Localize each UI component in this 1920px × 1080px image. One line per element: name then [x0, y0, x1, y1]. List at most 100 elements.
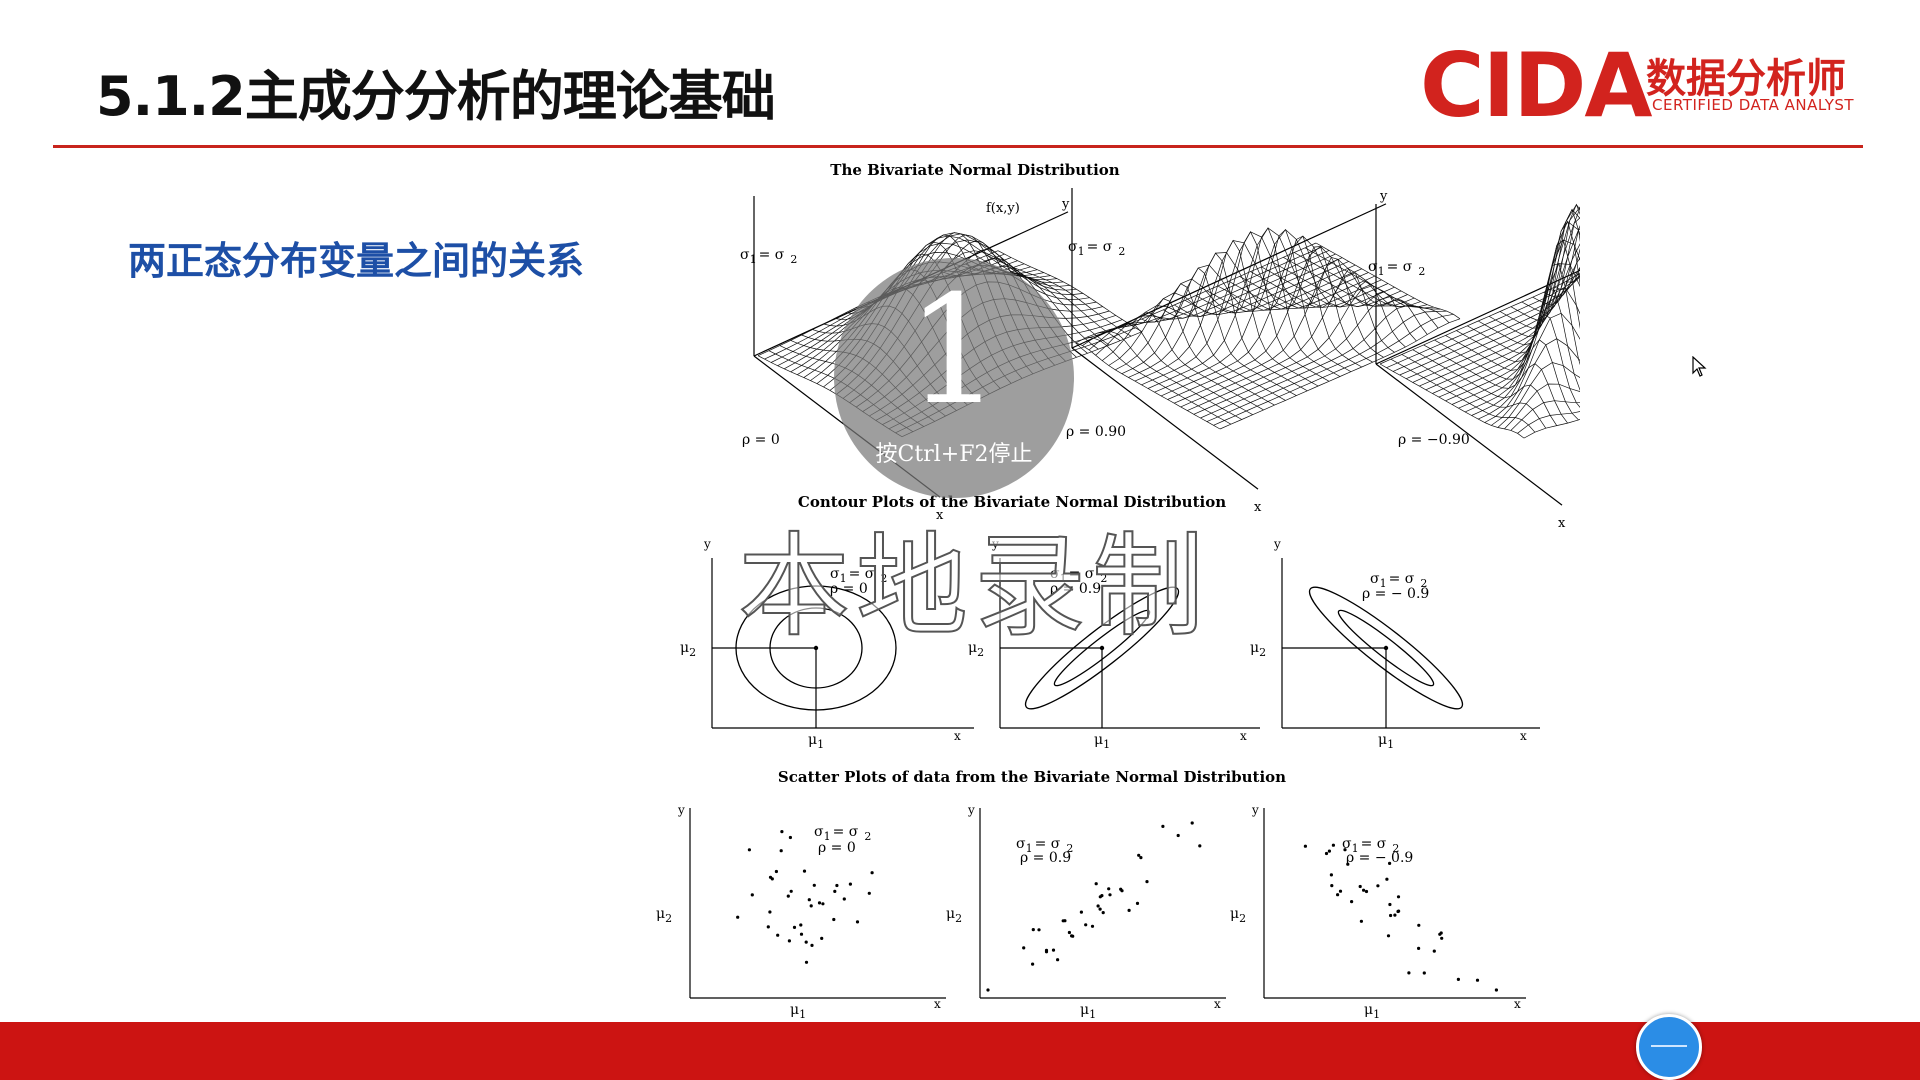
mu-symbol: μ	[1080, 1002, 1089, 1018]
surface-mesh-line	[1128, 252, 1369, 378]
surface-mesh-line	[1521, 207, 1580, 313]
surface-mesh-line	[1174, 258, 1415, 404]
contour-title: Contour Plots of the Bivariate Normal Di…	[798, 493, 1226, 511]
scatter-point	[870, 871, 874, 875]
sigma-part-sigma_eq: = σ	[833, 824, 859, 840]
scatter-point	[802, 869, 807, 873]
axis-y-label: y	[1379, 189, 1388, 204]
scatter-point	[1327, 849, 1331, 853]
scatter-point	[1358, 884, 1362, 889]
scatter-point	[1432, 949, 1436, 953]
scatter-point	[1098, 907, 1102, 911]
record-control-button[interactable]	[1636, 1014, 1702, 1080]
rho-label: ρ = − 0.9	[1346, 850, 1413, 866]
mu-subscript: 2	[1259, 646, 1266, 659]
mu-symbol: μ	[808, 732, 817, 748]
scatter-point	[1456, 977, 1460, 982]
mu-2-label: μ2	[656, 906, 672, 925]
surface-mesh-line	[1504, 383, 1580, 430]
scatter-point	[766, 925, 770, 929]
sigma-part-sigma_lhs: σ	[814, 824, 824, 840]
scatter-point	[1350, 900, 1354, 904]
sigma-part-sigma_lhs: σ	[1368, 259, 1378, 275]
mouse-cursor-icon	[1692, 356, 1707, 377]
sigma-part-sigma_sub1: 1	[750, 253, 757, 266]
surface-mesh-line	[1147, 227, 1389, 389]
mu-1-label: μ1	[1080, 1002, 1096, 1021]
logo-english-name: CERTIFIED DATA ANALYST	[1652, 96, 1855, 114]
mu-2-label: μ2	[946, 906, 962, 925]
scatter-point	[1190, 821, 1194, 825]
scatter-point	[1127, 908, 1131, 913]
scatter-point	[1107, 887, 1111, 891]
mu-2-label: μ2	[1250, 640, 1266, 659]
scatter-point	[1031, 962, 1035, 966]
surface-mesh-line	[1510, 400, 1580, 431]
stop-recording-hint: 按Ctrl+F2停止	[875, 442, 1033, 467]
sigma-part-sigma_sub1: 1	[840, 572, 847, 585]
mu-symbol: μ	[680, 640, 689, 656]
mu-1-label: μ1	[1094, 732, 1110, 751]
surface-mesh-line	[1174, 239, 1319, 387]
sigma-part-sigma_sub2: 2	[1118, 245, 1125, 258]
surface-mesh-line	[1206, 228, 1352, 373]
surface-mesh-line	[1497, 362, 1580, 428]
axis-y-label: y	[1061, 197, 1070, 212]
local-recording-watermark: 本地录制	[737, 521, 1210, 653]
mu-symbol: μ	[1250, 640, 1259, 656]
sigma-part-sigma_sub2: 2	[1100, 572, 1107, 585]
axis-x-label: x	[1520, 729, 1527, 743]
scatter-point	[1338, 889, 1343, 893]
surface-mesh-line	[1239, 256, 1384, 358]
mu-symbol: μ	[790, 1002, 799, 1018]
sigma-part-sigma_eq: = σ	[849, 566, 875, 582]
scatter-point	[1440, 936, 1444, 940]
contour-ellipse	[1308, 586, 1464, 710]
scatter-point	[848, 882, 852, 886]
sigma-part-sigma_sub2: 2	[864, 830, 871, 843]
scatter-point	[1094, 882, 1098, 886]
scatter-point	[1071, 934, 1075, 938]
scatter-point	[986, 988, 990, 992]
axis-x-label: x	[934, 997, 941, 1011]
recording-countdown: 1 按Ctrl+F2停止	[834, 258, 1074, 498]
cda-logo: CIDA 数据分析师 CERTIFIED DATA ANALYST	[1420, 34, 1880, 137]
scatter-point	[1417, 946, 1421, 951]
sigma-part-sigma_lhs: σ	[830, 566, 840, 582]
surface-mesh-line	[1086, 336, 1232, 425]
mu-symbol: μ	[946, 906, 955, 922]
scatter-point	[1067, 930, 1071, 935]
scatter-point	[1475, 978, 1480, 982]
surface-mesh-line	[1491, 338, 1580, 426]
surface-mesh-line	[1478, 287, 1580, 420]
scatter-point	[1422, 971, 1426, 975]
scatter-point	[1044, 948, 1049, 952]
logo-mark: CIDA	[1420, 34, 1652, 137]
scatter-point	[1336, 893, 1340, 897]
sigma-part-sigma_sub2: 2	[1392, 842, 1399, 855]
scatter-point	[776, 933, 780, 937]
rho-label: ρ = −0.90	[1398, 432, 1470, 448]
scatter-point	[787, 939, 791, 943]
mu-symbol: μ	[1378, 732, 1387, 748]
axis-y-label: y	[991, 537, 999, 551]
scatter-point	[1037, 928, 1041, 932]
mean-point	[1383, 645, 1389, 651]
sigma-part-sigma_sub2: 2	[1420, 577, 1427, 590]
mu-symbol: μ	[968, 640, 977, 656]
scatter-point	[1329, 873, 1333, 877]
rho-label: ρ = 0	[830, 581, 868, 597]
surface-mesh-line	[1200, 305, 1441, 419]
sigma-part-sigma_eq: = σ	[1087, 239, 1113, 255]
mu-subscript: 1	[1387, 738, 1394, 751]
sigma-part-sigma_sub1: 1	[1026, 842, 1033, 855]
sigma-part-sigma_lhs: σ	[1050, 566, 1060, 582]
contour-ellipse	[1053, 609, 1151, 687]
scatter-point	[779, 849, 783, 853]
